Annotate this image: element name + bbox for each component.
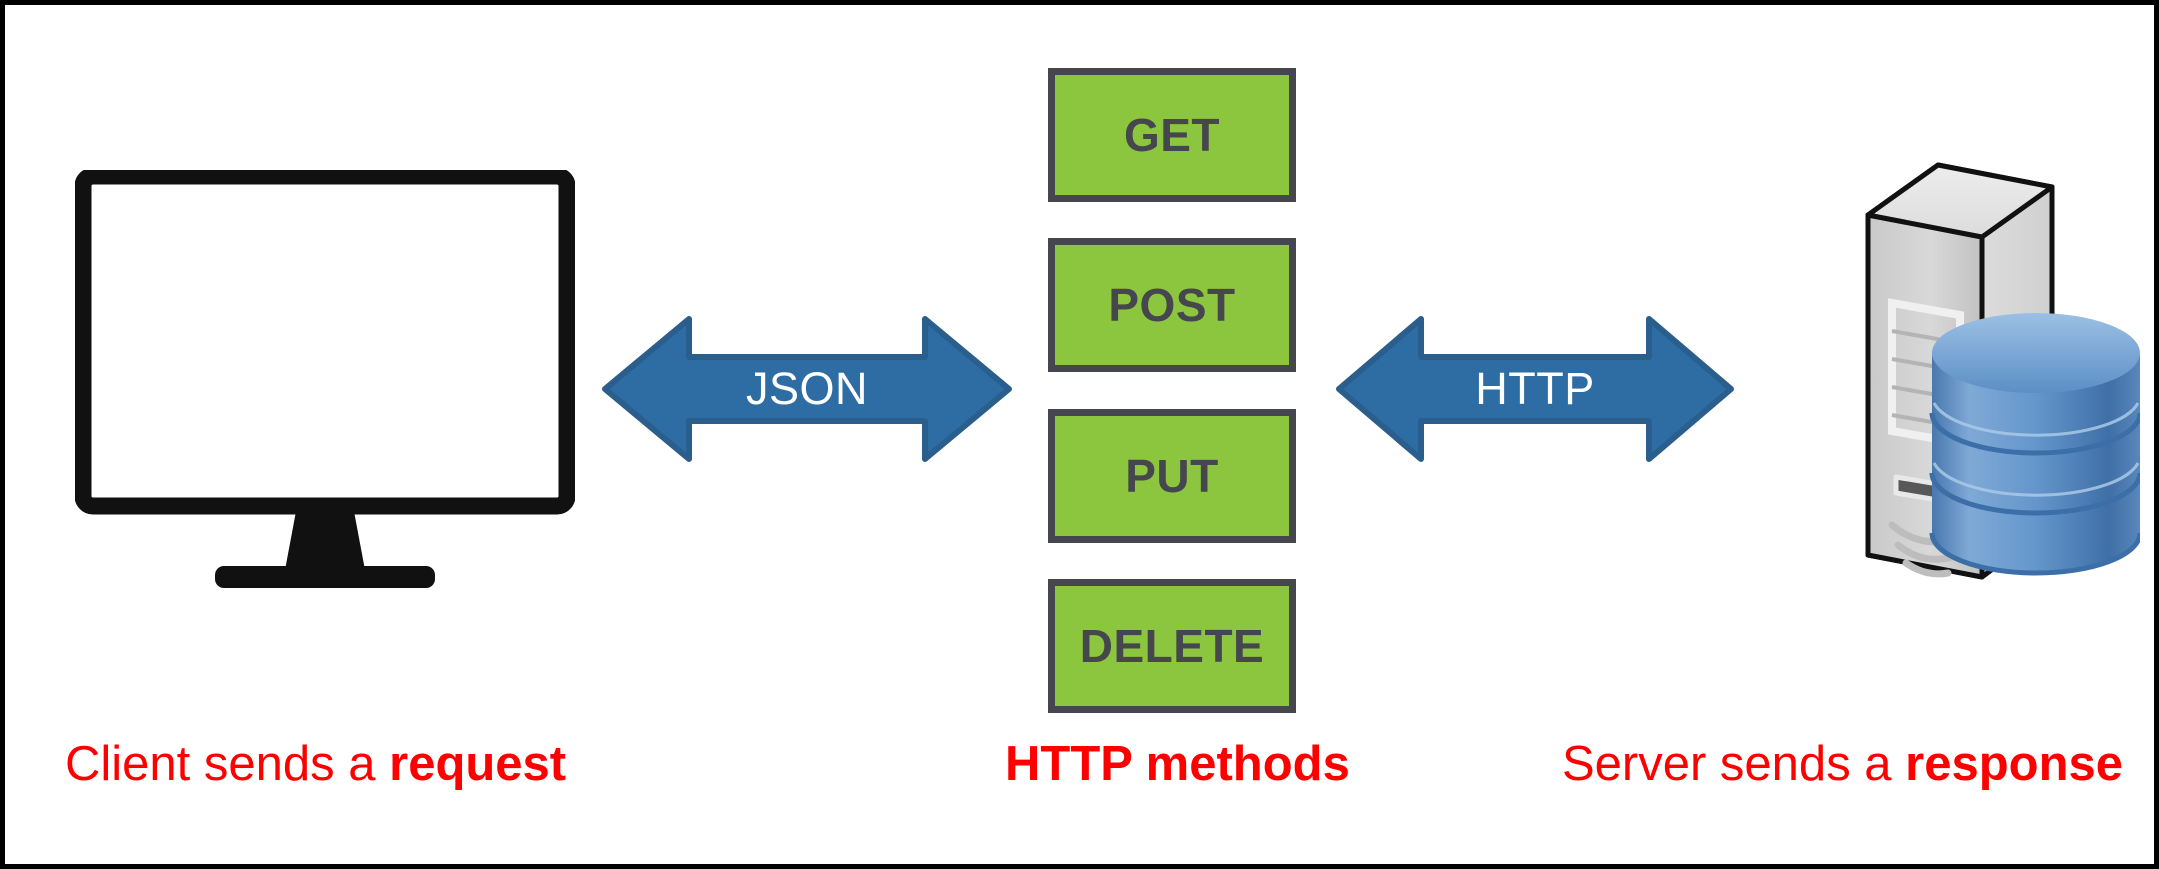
method-box-get[interactable]: GET — [1048, 68, 1296, 202]
method-box-put[interactable]: PUT — [1048, 408, 1296, 543]
caption-client-prefix: Client sends a — [65, 737, 390, 791]
monitor-icon — [74, 167, 576, 590]
json-arrow: JSON — [601, 313, 1013, 465]
method-box-post[interactable]: POST — [1048, 238, 1296, 373]
caption-server-prefix: Server sends a — [1562, 737, 1906, 791]
http-methods-group: GET POST PUT DELETE — [1048, 68, 1296, 713]
method-box-delete[interactable]: DELETE — [1048, 578, 1296, 713]
caption-server-bold: response — [1905, 737, 2124, 791]
caption-client-bold: request — [389, 737, 567, 791]
caption-client: Client sends a request — [65, 740, 566, 789]
caption-server: Server sends a response — [1562, 740, 2123, 789]
server-database-icon — [1720, 125, 2143, 605]
database-cylinder — [1929, 313, 2143, 576]
caption-http-methods: HTTP methods — [1005, 737, 1350, 791]
http-arrow: HTTP — [1335, 313, 1735, 465]
